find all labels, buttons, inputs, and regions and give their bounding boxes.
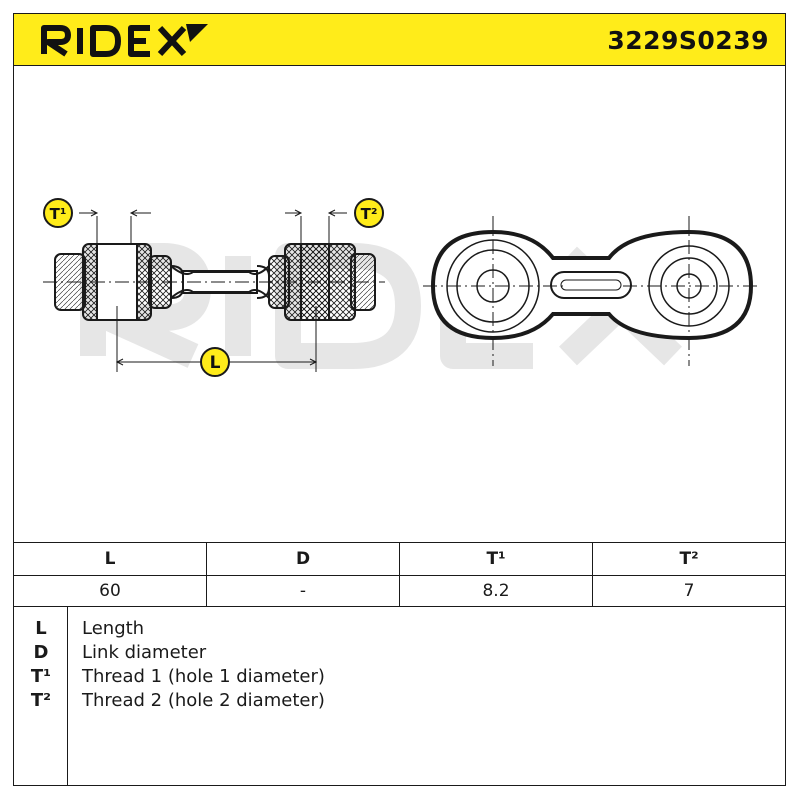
legend-item: D Link diameter xyxy=(14,642,774,666)
legend-panel: L Length D Link diameter T¹ Thread 1 (ho… xyxy=(13,606,786,786)
legend-text: Link diameter xyxy=(82,642,207,663)
specs-header-d: D xyxy=(206,542,400,576)
specs-value-t2: 7 xyxy=(592,575,786,607)
part-number: 3229S0239 xyxy=(607,26,769,55)
legend-divider xyxy=(67,606,68,786)
marker-t2 xyxy=(354,198,384,228)
legend-text: Thread 2 (hole 2 diameter) xyxy=(82,690,325,711)
specs-header-row: L D T¹ T² xyxy=(13,542,786,576)
marker-t2-label: T² xyxy=(361,205,378,223)
header-bar: 3229S0239 xyxy=(13,13,786,66)
marker-l-label: L xyxy=(210,353,221,373)
legend-key: D xyxy=(33,642,49,663)
legend-key: T² xyxy=(30,690,52,711)
technical-drawing: T¹ T² L xyxy=(13,66,786,542)
specs-value-row: 60 - 8.2 7 xyxy=(13,575,786,607)
legend-text: Thread 1 (hole 1 diameter) xyxy=(82,666,325,687)
legend-key: L xyxy=(35,618,47,639)
specs-value-t1: 8.2 xyxy=(399,575,593,607)
legend-text: Length xyxy=(82,618,145,639)
specs-value-d: - xyxy=(206,575,400,607)
legend-key: T¹ xyxy=(30,666,52,687)
legend-item: T¹ Thread 1 (hole 1 diameter) xyxy=(14,666,774,690)
marker-l xyxy=(200,347,230,377)
marker-t1 xyxy=(43,198,73,228)
specs-header-t1: T¹ xyxy=(399,542,593,576)
specs-header-t2: T² xyxy=(592,542,786,576)
legend-item: L Length xyxy=(14,618,774,642)
marker-t1-label: T¹ xyxy=(50,205,67,223)
specs-header-l: L xyxy=(13,542,207,576)
specs-value-l: 60 xyxy=(13,575,207,607)
legend-item: T² Thread 2 (hole 2 diameter) xyxy=(14,690,774,714)
ridex-logo-icon xyxy=(40,22,210,62)
specs-table: L D T¹ T² 60 - 8.2 7 xyxy=(13,542,786,607)
